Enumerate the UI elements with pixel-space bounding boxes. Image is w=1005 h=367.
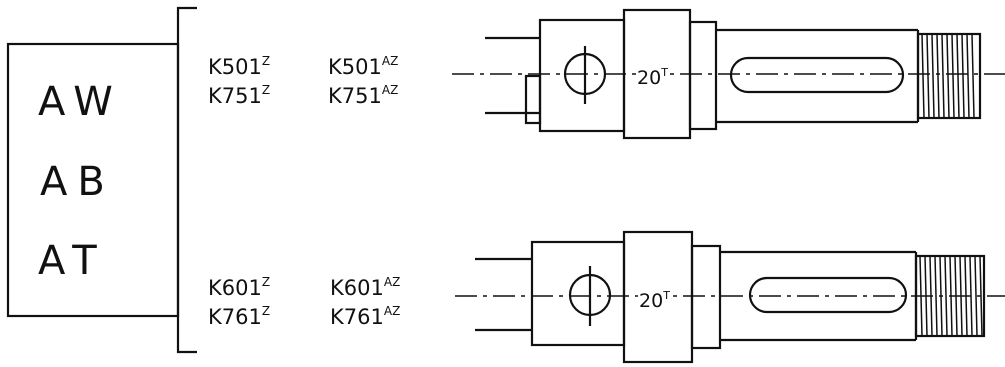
box-label-row-2: AB: [40, 159, 115, 205]
model-bracket: [176, 6, 197, 354]
shaft-lower: [475, 230, 986, 364]
thread-line: [941, 33, 945, 119]
gear-label-upper: 20T: [636, 63, 669, 88]
upper-keyway-slot: [729, 56, 905, 94]
thread-line: [961, 33, 965, 119]
thread-line: [974, 255, 978, 337]
part-code: K601AZ: [330, 275, 401, 300]
thread-line: [966, 33, 970, 119]
thread-line: [956, 33, 960, 119]
part-code: K761Z: [208, 304, 271, 329]
part-code: K761AZ: [330, 304, 401, 329]
lower-keyway-slot: [748, 276, 908, 314]
box-label-row-3: AT: [38, 238, 107, 284]
thread-line: [931, 33, 935, 119]
part-code: K601Z: [208, 275, 271, 300]
thread-line: [944, 255, 948, 337]
thread-line: [934, 255, 938, 337]
thread-line: [936, 33, 940, 119]
part-code: K501Z: [208, 54, 271, 79]
part-code: K751AZ: [328, 83, 399, 108]
gear-label-lower: 20T: [638, 286, 671, 311]
part-code: K501AZ: [328, 54, 399, 79]
thread-line: [971, 33, 975, 119]
part-code: K751Z: [208, 83, 271, 108]
thread-line: [921, 33, 925, 119]
thread-line: [926, 33, 930, 119]
shaft-upper: [485, 8, 982, 140]
thread-line: [946, 33, 950, 119]
box-label-row-1: AW: [38, 79, 123, 125]
thread-line: [951, 33, 955, 119]
